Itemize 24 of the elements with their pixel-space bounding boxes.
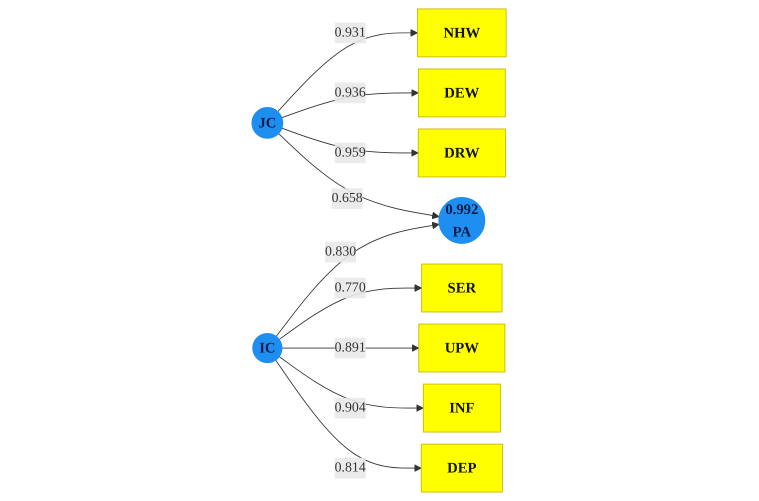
node-box: [418, 68, 506, 118]
arrow: [278, 29, 418, 112]
node-box: [418, 8, 508, 58]
path-diagram: 0.931 0.936 0.959 0.658 0.770 0.891 0.904 0.814 0.830 NHW DEW DRW JC SER UPW INF DEP IC 0.992 PA: [245, 2, 514, 499]
edge-label: 0.770: [335, 280, 366, 295]
node-circle: [252, 107, 284, 139]
arrow: [276, 360, 422, 472]
edge-label: 0.904: [335, 400, 366, 415]
edge-label: 0.891: [335, 340, 366, 355]
node-box: [418, 324, 506, 372]
node-box: [421, 444, 504, 492]
edge-label: 0.814: [335, 460, 366, 476]
node-circle: [438, 197, 486, 244]
node-box: [422, 264, 503, 312]
node-box: [423, 384, 502, 432]
edge-label: 0.959: [335, 145, 366, 160]
arrow: [276, 222, 440, 337]
edge-label: 0.830: [326, 244, 357, 259]
node-circle: [252, 332, 283, 364]
edge-label: 0.658: [332, 190, 364, 206]
edge-label: 0.936: [335, 85, 366, 100]
edge-label: 0.931: [335, 25, 366, 40]
node-box: [418, 128, 506, 178]
arrow: [278, 133, 440, 220]
